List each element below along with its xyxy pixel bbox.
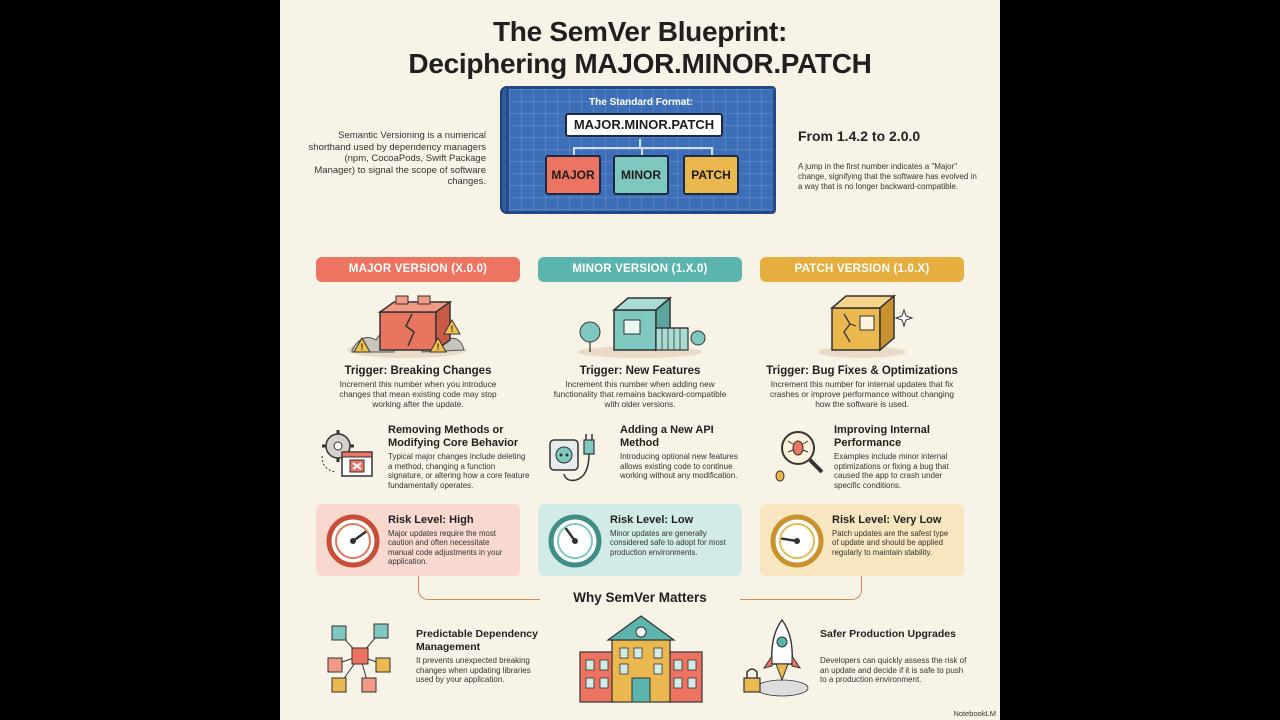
magnifier-bug-icon bbox=[775, 431, 824, 482]
connector-line bbox=[573, 147, 575, 155]
major-risk-title: Risk Level: High bbox=[388, 514, 474, 526]
risk-gauge-icon bbox=[548, 514, 602, 568]
connector-line bbox=[711, 147, 713, 155]
page-title: The SemVer Blueprint: Deciphering MAJOR.… bbox=[408, 16, 872, 79]
svg-text:!: ! bbox=[451, 324, 454, 334]
connector-line bbox=[641, 147, 643, 155]
patch-risk-card: Risk Level: Very Low Patch updates are t… bbox=[760, 504, 964, 576]
minor-trigger-desc: Increment this number when adding new fu… bbox=[553, 379, 727, 409]
minor-box: MINOR bbox=[613, 155, 669, 195]
minor-risk-title: Risk Level: Low bbox=[610, 514, 694, 526]
minor-trigger-title: Trigger: New Features bbox=[579, 365, 701, 377]
rocket-lock-icon bbox=[743, 618, 809, 697]
connector-line bbox=[573, 147, 713, 149]
risk-gauge-icon bbox=[326, 514, 380, 568]
svg-text:!: ! bbox=[437, 342, 440, 352]
version-jump-title: From 1.4.2 to 2.0.0 bbox=[798, 128, 921, 144]
major-box: MAJOR bbox=[545, 155, 601, 195]
cracked-box-icon bbox=[818, 294, 914, 358]
patch-trigger-desc: Increment this number for internal updat… bbox=[769, 379, 954, 409]
patch-box: PATCH bbox=[683, 155, 739, 195]
why-semver-title: Why SemVer Matters bbox=[540, 590, 740, 605]
major-example-desc: Typical major changes include deleting a… bbox=[388, 452, 530, 490]
connector-line bbox=[639, 139, 641, 147]
risk-gauge-icon bbox=[770, 514, 824, 568]
building-extension-icon bbox=[578, 296, 706, 358]
svg-text:!: ! bbox=[361, 342, 364, 352]
patch-risk-desc: Patch updates are the safest type of upd… bbox=[832, 529, 949, 557]
safer-upgrades-title: Safer Production Upgrades bbox=[820, 628, 956, 640]
major-example-title: Removing Methods or Modifying Core Behav… bbox=[388, 424, 519, 449]
patch-trigger-title: Trigger: Bug Fixes & Optimizations bbox=[766, 365, 958, 377]
notebooklm-watermark: NotebookLM bbox=[953, 709, 996, 718]
major-risk-card: Risk Level: High Major updates require t… bbox=[316, 504, 520, 576]
blueprint-label: The Standard Format: bbox=[589, 97, 693, 108]
patch-example-desc: Examples include minor internal optimiza… bbox=[834, 452, 949, 490]
major-trigger-title: Trigger: Breaking Changes bbox=[344, 365, 492, 377]
gear-error-window-icon bbox=[321, 430, 373, 477]
school-building-icon bbox=[579, 615, 703, 703]
patch-header: PATCH VERSION (1.0.X) bbox=[760, 257, 964, 282]
blueprint-diagram: The Standard Format: MAJOR.MINOR.PATCH M… bbox=[506, 86, 776, 214]
dependency-cubes-icon bbox=[327, 623, 391, 693]
patch-example-title: Improving Internal Performance bbox=[834, 424, 930, 449]
predictable-desc: It prevents unexpected breaking changes … bbox=[416, 656, 531, 685]
minor-risk-card: Risk Level: Low Minor updates are genera… bbox=[538, 504, 742, 576]
major-header: MAJOR VERSION (X.0.0) bbox=[316, 257, 520, 282]
plug-socket-icon bbox=[549, 434, 595, 482]
minor-example-title: Adding a New API Method bbox=[620, 424, 714, 449]
minor-example-desc: Introducing optional new features allows… bbox=[620, 452, 738, 481]
major-risk-desc: Major updates require the most caution a… bbox=[388, 529, 503, 567]
infographic: The SemVer Blueprint: Deciphering MAJOR.… bbox=[280, 0, 1000, 720]
minor-risk-desc: Minor updates are generally considered s… bbox=[610, 529, 726, 557]
predictable-title: Predictable Dependency Management bbox=[416, 628, 538, 653]
version-jump-desc: A jump in the first number indicates a "… bbox=[798, 162, 977, 191]
lego-brick-cracked-icon: ! ! ! bbox=[347, 295, 467, 358]
minor-header: MINOR VERSION (1.X.0) bbox=[538, 257, 742, 282]
intro-description: Semantic Versioning is a numerical short… bbox=[308, 130, 486, 187]
format-box: MAJOR.MINOR.PATCH bbox=[565, 113, 723, 137]
patch-risk-title: Risk Level: Very Low bbox=[832, 514, 942, 526]
major-trigger-desc: Increment this number when you introduce… bbox=[339, 379, 497, 409]
safer-upgrades-desc: Developers can quickly assess the risk o… bbox=[820, 656, 967, 685]
